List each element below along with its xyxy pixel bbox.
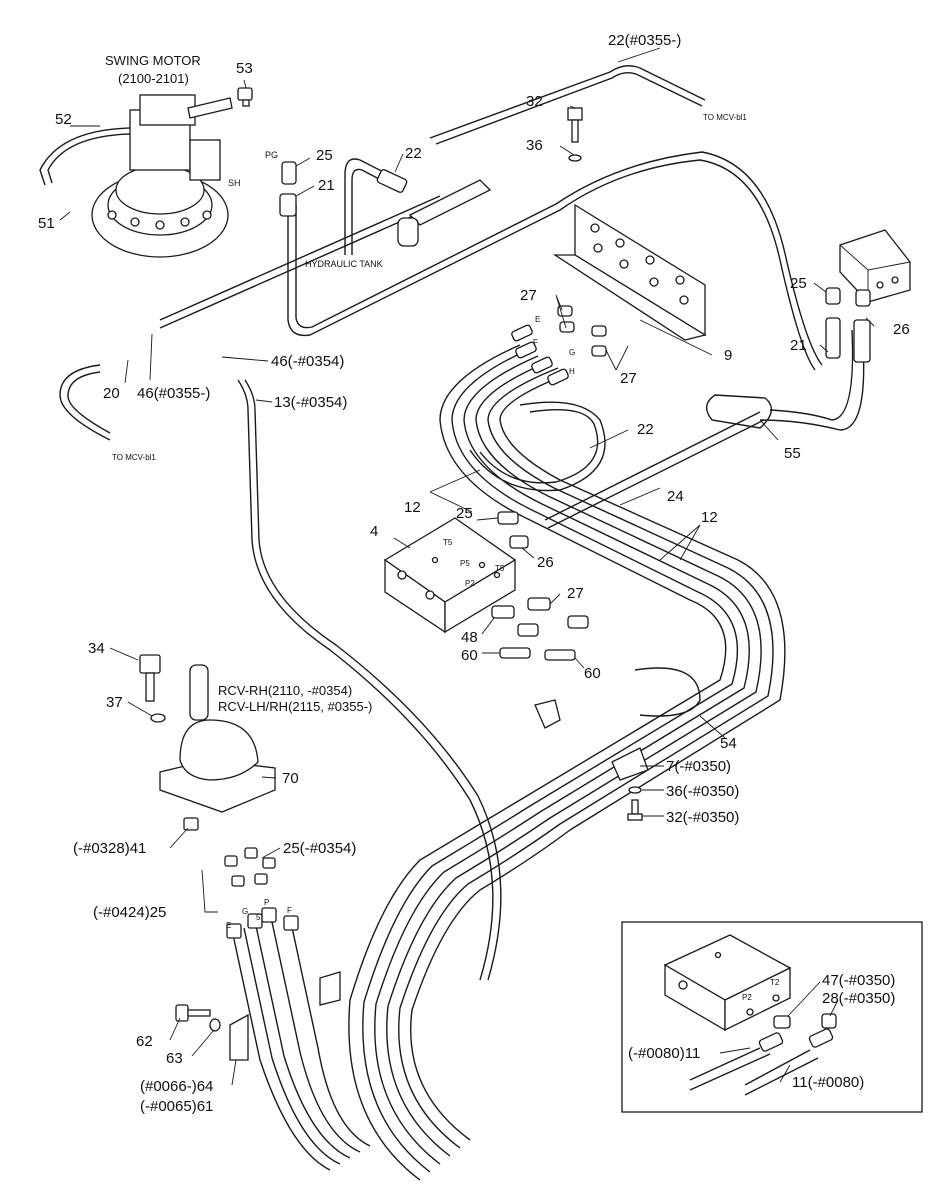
part-62: 62 [136,1033,153,1050]
bracket-64 [175,971,341,1061]
label-port-pg: PG [265,150,278,160]
inset-detail [621,921,923,1113]
port-p2: P2 [465,579,475,588]
part-25-e: (-#0424)25 [93,904,166,921]
label-swing-motor: SWING MOTOR [105,53,201,68]
hose-g: G [569,348,575,357]
tank-manifold [397,179,492,247]
label-rcv-lh-rh: RCV-LH/RH(2115, #0355-) [218,699,372,714]
part-36-b: 36(-#0350) [666,783,739,800]
part-20: 20 [103,385,120,402]
label-to-mcv-left: TO MCV-bl1 [112,453,156,462]
part-46-b: 46(#0355-) [137,385,210,402]
rcv-port-e: E [226,921,231,930]
clamp-54 [534,667,701,821]
hose-fittings-27 [511,305,607,386]
part-34: 34 [88,640,105,657]
part-36-top: 36 [526,137,543,154]
label-rcv-rh: RCV-RH(2110, -#0354) [218,683,352,698]
port-t5: T5 [443,538,453,547]
leader-lines [59,47,875,1086]
part-25-d: 25(-#0354) [283,840,356,857]
part-27-b: 27 [620,370,637,387]
part-13: 13(-#0354) [274,394,347,411]
part-53: 53 [236,60,253,77]
port-p5: P5 [460,559,470,568]
rcv-70 [139,654,276,831]
part-22-b: 22 [637,421,654,438]
part-12-b: 12 [701,509,718,526]
part-60-b: 60 [584,665,601,682]
part-12-a: 12 [404,499,421,516]
part-22-top: 22(#0355-) [608,32,681,49]
inset-part-11-left: (-#0080)11 [628,1045,700,1062]
inset-port-t2: T2 [770,978,780,987]
label-hydraulic-tank: HYDRAULIC TANK [305,259,383,269]
hose-e: E [535,315,540,324]
inset-part-11-right: 11(-#0080) [792,1074,864,1091]
hose-h: H [569,367,575,376]
part-25-a: 25 [316,147,333,164]
part-25-c: 25 [456,505,473,522]
part-25-b: 25 [790,275,807,292]
part-7: 7(-#0350) [666,758,731,775]
rcv-port-f: F [287,906,292,915]
part-55: 55 [784,445,801,462]
part-46-a: 46(-#0354) [271,353,344,370]
part-41: (-#0328)41 [73,840,146,857]
rcv-port-5: 5 [256,913,261,922]
part-32-b: 32(-#0350) [666,809,739,826]
part-64: (#0066-)64 [140,1078,213,1095]
fittings-right [825,287,871,363]
mounting-plate-9 [552,203,707,341]
inset-part-28: 28(-#0350) [822,990,895,1007]
part-24: 24 [667,488,684,505]
fitting-53 [237,87,253,107]
part-22-a: 22 [405,145,422,162]
pipe-bundle-12 [231,344,786,1181]
part-60-a: 60 [461,647,478,664]
rcv-port-p: P [264,898,269,907]
rcv-port-g: G [242,907,248,916]
part-26-b: 26 [537,554,554,571]
part-21-a: 21 [318,177,335,194]
label-port-sh: SH [228,178,241,188]
bolt-32-top [567,107,583,162]
part-48: 48 [461,629,478,646]
part-27-a: 27 [520,287,537,304]
label-to-mcv-top: TO MCV-bl1 [703,113,747,122]
part-63: 63 [166,1050,183,1067]
valve-block-right [839,229,911,303]
hoses-upper [39,65,865,981]
hose-f: F [533,338,538,347]
part-27-c: 27 [567,585,584,602]
fittings-center [279,161,408,217]
part-21-b: 21 [790,337,807,354]
part-26-a: 26 [893,321,910,338]
part-61: (-#0065)61 [140,1098,213,1115]
part-70: 70 [282,770,299,787]
part-4: 4 [370,523,378,540]
inset-port-p2: P2 [742,993,752,1002]
swing-motor [91,94,233,258]
port-t5b: T5 [495,564,505,573]
part-52: 52 [55,111,72,128]
label-swing-motor-range: (2100-2101) [118,71,189,86]
part-37: 37 [106,694,123,711]
rcv-fittings-25 [224,847,299,939]
text-labels: SWING MOTOR (2100-2101) HYDRAULIC TANK T… [38,32,910,1115]
part-51: 51 [38,215,55,232]
part-9: 9 [724,347,732,364]
part-54: 54 [720,735,737,752]
valve-block-4 [383,511,589,661]
part-32-top: 32 [526,93,543,110]
inset-part-47: 47(-#0350) [822,972,895,989]
